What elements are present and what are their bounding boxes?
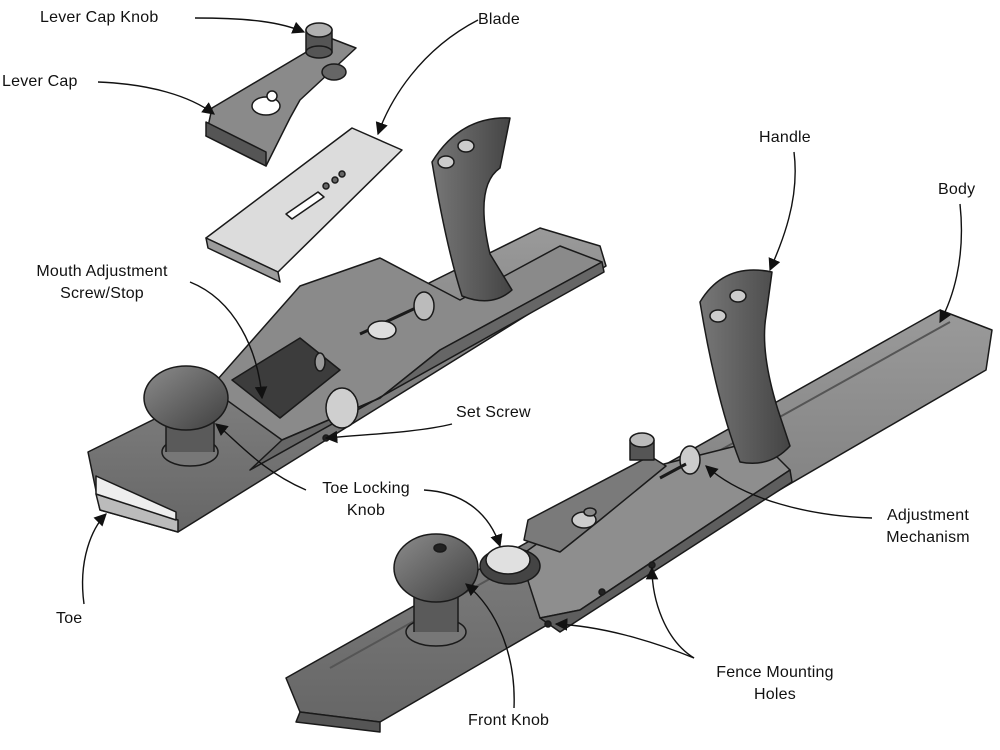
left-plane-handle: [431, 117, 513, 302]
leader-lever-cap-knob: [194, 17, 306, 34]
leader-toe-locking-1: [215, 423, 307, 491]
right-plane-handle: [699, 269, 791, 464]
lever-cap: [205, 37, 357, 167]
left-plane-front-knob: [143, 365, 229, 467]
leader-front-knob: [465, 583, 515, 709]
label-toe-locking-line2: Knob: [346, 502, 386, 519]
leader-set-screw: [324, 423, 453, 444]
label-front-knob: Front Knob: [468, 712, 550, 729]
label-mouth-adjustment-line2: Screw/Stop: [60, 285, 144, 302]
leader-fence-2: [645, 566, 695, 659]
label-toe-locking-knob: Toe Locking Knob: [306, 478, 426, 522]
leader-blade: [375, 19, 479, 136]
label-toe: Toe: [56, 610, 83, 627]
label-set-screw: Set Screw: [456, 404, 531, 421]
label-adjustment-line2: Mechanism: [886, 529, 970, 546]
label-adjustment-line1: Adjustment: [886, 507, 970, 524]
label-fence-line1: Fence Mounting: [716, 664, 834, 681]
label-toe-locking-line1: Toe Locking: [322, 480, 410, 497]
leader-handle: [768, 151, 796, 272]
label-fence-mounting-holes: Fence Mounting Holes: [690, 662, 860, 706]
label-fence-line2: Holes: [754, 686, 796, 703]
right-plane-body: [285, 309, 993, 733]
label-lever-cap-knob: Lever Cap Knob: [40, 9, 159, 26]
label-blade: Blade: [478, 11, 520, 28]
leader-mouth-adjustment: [189, 281, 268, 400]
leader-lines: [81, 17, 963, 709]
blade: [205, 127, 403, 283]
label-adjustment-mechanism: Adjustment Mechanism: [868, 505, 988, 549]
leader-adjustment: [705, 465, 873, 519]
label-lever-cap: Lever Cap: [2, 73, 78, 90]
leader-body: [939, 203, 963, 324]
label-mouth-adjustment: Mouth Adjustment Screw/Stop: [14, 261, 190, 305]
right-plane-front-knob: [393, 533, 479, 647]
label-body: Body: [938, 181, 976, 198]
label-handle: Handle: [759, 129, 811, 146]
label-mouth-adjustment-line1: Mouth Adjustment: [36, 263, 168, 280]
lever-cap-knob: [305, 22, 347, 81]
leader-toe-locking-2: [423, 489, 503, 548]
leader-fence-1: [554, 618, 695, 659]
leader-toe: [81, 513, 107, 605]
leader-lever-cap: [97, 81, 216, 115]
